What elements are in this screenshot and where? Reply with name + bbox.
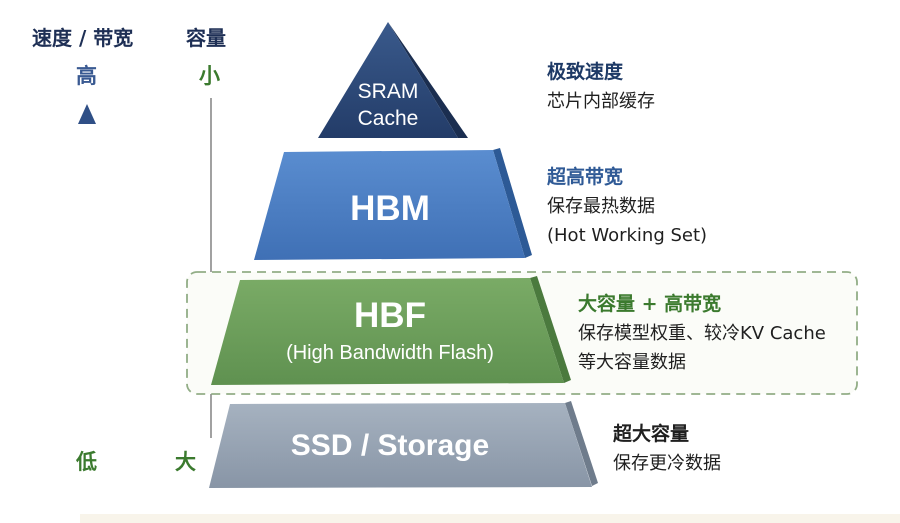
hbm-desc-line-1: 保存最热数据 [547, 196, 655, 217]
sram-description: 极致速度 芯片内部缓存 [547, 58, 655, 116]
hbf-description: 大容量 + 高带宽 保存模型权重、较冷KV Cache 等大容量数据 [578, 290, 826, 377]
speed-axis-arrowhead [78, 104, 96, 124]
sram-layer-title: SRAM Cache [318, 78, 458, 132]
speed-high-label: 高 [76, 64, 97, 88]
speed-low-label: 低 [76, 450, 97, 474]
capacity-large-label: 大 [175, 450, 196, 474]
sram-layer [318, 22, 458, 138]
ssd-layer-title: SSD / Storage [290, 429, 490, 462]
sram-desc-head: 极致速度 [547, 61, 624, 83]
ssd-layer-shadow [565, 401, 598, 486]
speed-bandwidth-header: 速度 / 带宽 [32, 26, 134, 50]
hbf-desc-head: 大容量 + 高带宽 [578, 293, 722, 315]
ssd-desc-line-1: 保存更冷数据 [613, 453, 721, 474]
hbm-description: 超高带宽 保存最热数据 (Hot Working Set) [547, 163, 707, 250]
hbf-desc-line-1: 保存模型权重、较冷KV Cache [578, 323, 826, 344]
sram-desc-line-1: 芯片内部缓存 [547, 91, 655, 112]
bottom-strip [80, 514, 900, 523]
hbf-layer [211, 278, 564, 385]
capacity-small-label: 小 [199, 64, 220, 88]
sram-layer-shadow [388, 22, 468, 138]
hbm-layer-shadow [493, 148, 532, 258]
hbm-layer [254, 150, 525, 260]
hbf-layer-subtitle: (High Bandwidth Flash) [286, 342, 494, 364]
hbm-desc-line-2: (Hot Working Set) [547, 225, 708, 246]
hbf-layer-shadow [530, 276, 571, 383]
hbm-layer-title: HBM [350, 189, 430, 228]
capacity-header: 容量 [186, 26, 226, 50]
hbf-desc-line-2: 等大容量数据 [578, 352, 686, 373]
hbf-layer-title: HBF [354, 296, 426, 335]
ssd-description: 超大容量 保存更冷数据 [613, 420, 721, 478]
hbm-desc-head: 超高带宽 [547, 166, 624, 188]
ssd-layer [209, 403, 592, 488]
ssd-desc-head: 超大容量 [613, 423, 690, 445]
sram-title-line-1: SRAM [357, 80, 419, 103]
sram-title-line-2: Cache [357, 107, 419, 130]
